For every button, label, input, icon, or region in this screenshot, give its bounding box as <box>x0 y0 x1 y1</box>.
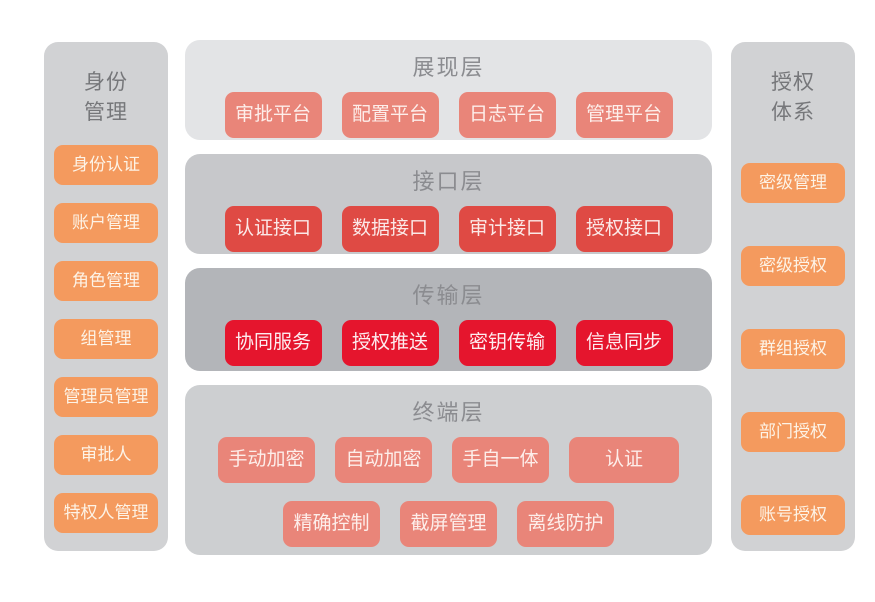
interface-item-data-api: 数据接口 <box>341 206 439 252</box>
terminal-item-auto-encryption: 自动加密 <box>335 437 432 483</box>
authorization-item-account-grant: 账号授权 <box>741 494 845 535</box>
layer-terminal-row-2: 精确控制 截屏管理 离线防护 <box>185 501 712 547</box>
layer-transport-items: 协同服务 授权推送 密钥传输 信息同步 <box>185 320 712 366</box>
identity-item-group-mgmt: 组管理 <box>54 318 158 359</box>
identity-item-role-mgmt: 角色管理 <box>54 260 158 301</box>
interface-item-audit-api: 审计接口 <box>458 206 556 252</box>
identity-panel-title: 身份 管理 <box>84 71 128 125</box>
layer-presentation-items: 审批平台 配置平台 日志平台 管理平台 <box>185 92 712 138</box>
transport-item-info-sync: 信息同步 <box>575 320 673 366</box>
layer-terminal: 终端层 手动加密 自动加密 手自一体 认证 精确控制 截屏管理 离线防护 <box>185 385 712 555</box>
layer-presentation-title: 展现层 <box>412 55 485 80</box>
terminal-item-offline-protection: 离线防护 <box>517 501 614 547</box>
terminal-item-manual-encryption: 手动加密 <box>218 437 315 483</box>
interface-item-authorization-api: 授权接口 <box>575 206 673 252</box>
authorization-item-classification-grant: 密级授权 <box>741 245 845 286</box>
layer-terminal-title: 终端层 <box>412 400 485 425</box>
layer-interface-title: 接口层 <box>412 169 485 194</box>
identity-item-account-mgmt: 账户管理 <box>54 202 158 243</box>
layer-terminal-row-1: 手动加密 自动加密 手自一体 认证 <box>185 437 712 483</box>
transport-item-collaboration-service: 协同服务 <box>224 320 322 366</box>
authorization-item-department-grant: 部门授权 <box>741 411 845 452</box>
identity-management-panel: 身份 管理 身份认证 账户管理 角色管理 组管理 管理员管理 审批人 特权人管理 <box>44 42 168 551</box>
presentation-item-management-platform: 管理平台 <box>575 92 673 138</box>
authorization-system-panel: 授权 体系 密级管理 密级授权 群组授权 部门授权 账号授权 <box>731 42 855 551</box>
authorization-item-group-grant: 群组授权 <box>741 328 845 369</box>
layer-interface: 接口层 认证接口 数据接口 审计接口 授权接口 <box>185 154 712 254</box>
identity-item-privileged-user-mgmt: 特权人管理 <box>54 492 158 533</box>
authorization-panel-items: 密级管理 密级授权 群组授权 部门授权 账号授权 <box>741 162 845 535</box>
layer-stack: 展现层 审批平台 配置平台 日志平台 管理平台 接口层 认证接口 数据接口 审计… <box>185 40 712 555</box>
identity-item-admin-mgmt: 管理员管理 <box>54 376 158 417</box>
layer-transport: 传输层 协同服务 授权推送 密钥传输 信息同步 <box>185 268 712 371</box>
terminal-item-manual-auto-combined: 手自一体 <box>452 437 549 483</box>
presentation-item-config-platform: 配置平台 <box>341 92 439 138</box>
identity-item-authentication: 身份认证 <box>54 144 158 185</box>
authorization-panel-title: 授权 体系 <box>771 71 815 125</box>
interface-item-auth-api: 认证接口 <box>224 206 322 252</box>
presentation-item-approval-platform: 审批平台 <box>224 92 322 138</box>
terminal-item-authentication: 认证 <box>569 437 679 483</box>
layer-presentation: 展现层 审批平台 配置平台 日志平台 管理平台 <box>185 40 712 140</box>
terminal-item-precise-control: 精确控制 <box>283 501 380 547</box>
transport-item-key-transfer: 密钥传输 <box>458 320 556 366</box>
layer-transport-title: 传输层 <box>412 283 485 308</box>
terminal-item-screenshot-mgmt: 截屏管理 <box>400 501 497 547</box>
authorization-item-classification-mgmt: 密级管理 <box>741 162 845 203</box>
presentation-item-log-platform: 日志平台 <box>458 92 556 138</box>
layer-interface-items: 认证接口 数据接口 审计接口 授权接口 <box>185 206 712 252</box>
transport-item-authorization-push: 授权推送 <box>341 320 439 366</box>
identity-item-approver: 审批人 <box>54 434 158 475</box>
identity-panel-items: 身份认证 账户管理 角色管理 组管理 管理员管理 审批人 特权人管理 <box>54 144 158 533</box>
